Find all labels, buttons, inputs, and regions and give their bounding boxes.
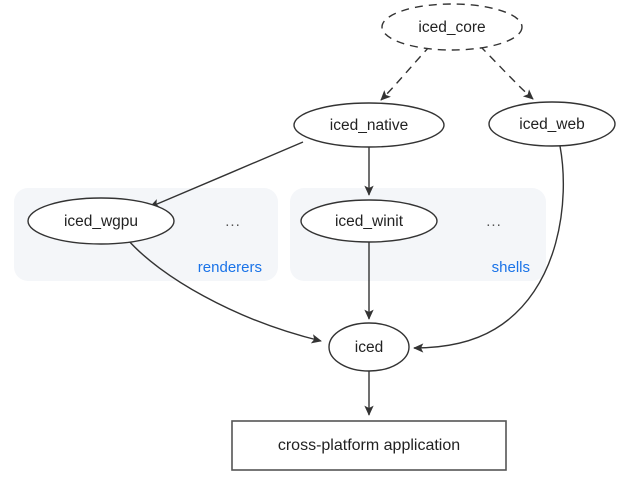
node-iced-winit[interactable]: iced_winit	[300, 199, 438, 243]
cluster-shells-label: shells	[492, 259, 530, 276]
node-iced-winit-label: iced_winit	[335, 213, 404, 230]
edge-web-to-iced	[413, 145, 565, 353]
node-iced-wgpu-ellipse[interactable]	[27, 197, 175, 245]
edge-core-to-web	[479, 45, 534, 100]
node-iced-core[interactable]: iced_core	[381, 3, 523, 51]
node-iced-ellipse[interactable]	[328, 322, 410, 372]
node-iced-native-label: iced_native	[330, 117, 408, 134]
node-application-rect[interactable]	[231, 420, 507, 471]
node-iced-winit-ellipse[interactable]	[300, 199, 438, 243]
cluster-renderers-label: renderers	[198, 259, 262, 276]
node-application-label: cross-platform application	[278, 437, 460, 454]
node-iced-native-ellipse[interactable]	[293, 102, 445, 148]
shells-more-ellipsis: ...	[486, 213, 502, 230]
node-iced-web-label: iced_web	[519, 116, 585, 133]
node-iced-wgpu[interactable]: iced_wgpu	[27, 197, 175, 245]
renderers-more-ellipsis: ...	[225, 213, 241, 230]
node-cross-platform-application[interactable]: cross-platform application	[231, 420, 507, 471]
node-iced-core-ellipse[interactable]	[381, 3, 523, 51]
edge-core-to-native	[380, 45, 431, 101]
node-iced-web-ellipse[interactable]	[488, 101, 616, 147]
edge-wgpu-to-iced	[127, 239, 322, 344]
node-iced-wgpu-label: iced_wgpu	[64, 213, 138, 230]
node-iced-native[interactable]: iced_native	[293, 102, 445, 148]
edge-native-to-wgpu	[149, 141, 304, 208]
node-iced-core-label: iced_core	[418, 19, 485, 36]
node-iced-label: iced	[355, 339, 383, 356]
node-iced[interactable]: iced	[328, 322, 410, 372]
node-iced-web[interactable]: iced_web	[488, 101, 616, 147]
